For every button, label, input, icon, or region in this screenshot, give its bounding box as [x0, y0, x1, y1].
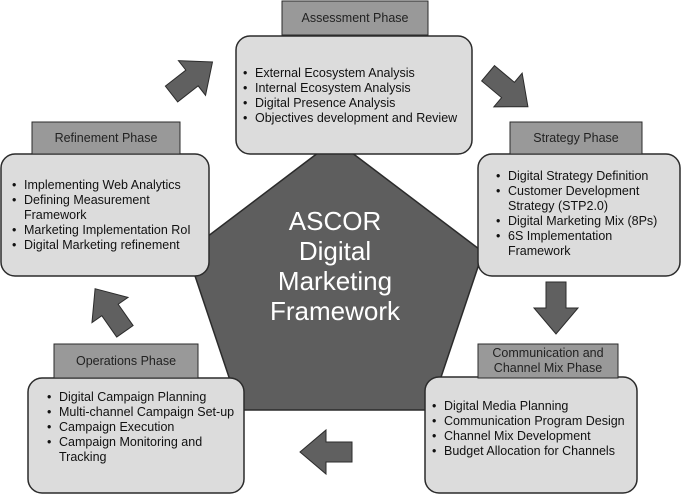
strategy-phase-box: [477, 153, 681, 277]
arrow-communication-to-operations: [299, 428, 353, 476]
refinement-phase-box: [0, 153, 210, 277]
communication-phase-label-bg: [477, 343, 619, 379]
communication-phase-box: [424, 376, 638, 494]
center-pentagon: [186, 139, 484, 411]
assessment-phase-label-bg: [281, 0, 429, 36]
operations-phase-box: [27, 377, 245, 494]
arrow-strategy-to-communication: [532, 281, 580, 335]
refinement-phase-label-bg: [31, 121, 181, 155]
strategy-phase-label-bg: [509, 121, 643, 155]
arrow-operations-to-refinement: [91, 288, 134, 338]
assessment-phase-box: [235, 35, 473, 155]
arrow-refinement-to-assessment: [164, 60, 214, 103]
arrow-assessment-to-strategy: [480, 64, 529, 108]
operations-phase-label-bg: [53, 343, 199, 379]
